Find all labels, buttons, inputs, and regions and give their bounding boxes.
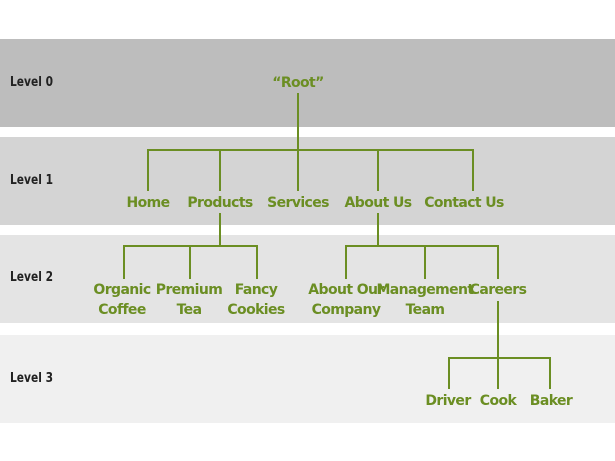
node-products[interactable]: Products bbox=[187, 195, 253, 211]
node-about-our-company-line-2: Company bbox=[311, 302, 381, 318]
node-management-team[interactable]: Management Team bbox=[376, 280, 474, 320]
node-fancy-cookies-line-2: Cookies bbox=[227, 302, 285, 318]
node-about-our-company[interactable]: About Our Company bbox=[308, 280, 384, 320]
level-1-label: Level 1 bbox=[10, 173, 53, 188]
level-3-label: Level 3 bbox=[10, 371, 53, 386]
level-3-band bbox=[0, 335, 615, 423]
node-cook[interactable]: Cook bbox=[479, 393, 517, 409]
node-contact-us[interactable]: Contact Us bbox=[424, 195, 504, 211]
node-management-team-line-2: Team bbox=[405, 302, 445, 318]
node-root[interactable]: “Root” bbox=[272, 75, 324, 91]
node-fancy-cookies[interactable]: Fancy Cookies bbox=[227, 280, 285, 320]
node-premium-tea-line-2: Tea bbox=[176, 302, 202, 318]
node-baker[interactable]: Baker bbox=[529, 393, 573, 409]
level-0-band bbox=[0, 39, 615, 127]
node-about-our-company-line-1: About Our bbox=[308, 282, 384, 298]
level-0-label: Level 0 bbox=[10, 75, 53, 90]
node-fancy-cookies-line-1: Fancy bbox=[234, 282, 278, 298]
node-organic-coffee-line-1: Organic bbox=[93, 282, 151, 298]
node-premium-tea-line-1: Premium bbox=[155, 282, 223, 298]
level-2-band bbox=[0, 235, 615, 323]
level-2-label: Level 2 bbox=[10, 270, 53, 285]
node-driver[interactable]: Driver bbox=[425, 393, 471, 409]
node-premium-tea[interactable]: Premium Tea bbox=[155, 280, 223, 320]
connector-group bbox=[123, 93, 551, 389]
node-organic-coffee[interactable]: Organic Coffee bbox=[93, 280, 151, 320]
node-management-team-line-1: Management bbox=[376, 282, 474, 298]
node-careers[interactable]: Careers bbox=[469, 282, 527, 298]
node-services[interactable]: Services bbox=[267, 195, 329, 211]
node-organic-coffee-line-2: Coffee bbox=[98, 302, 146, 318]
node-about-us[interactable]: About Us bbox=[344, 195, 413, 211]
node-home[interactable]: Home bbox=[126, 195, 170, 211]
level-1-band bbox=[0, 137, 615, 225]
